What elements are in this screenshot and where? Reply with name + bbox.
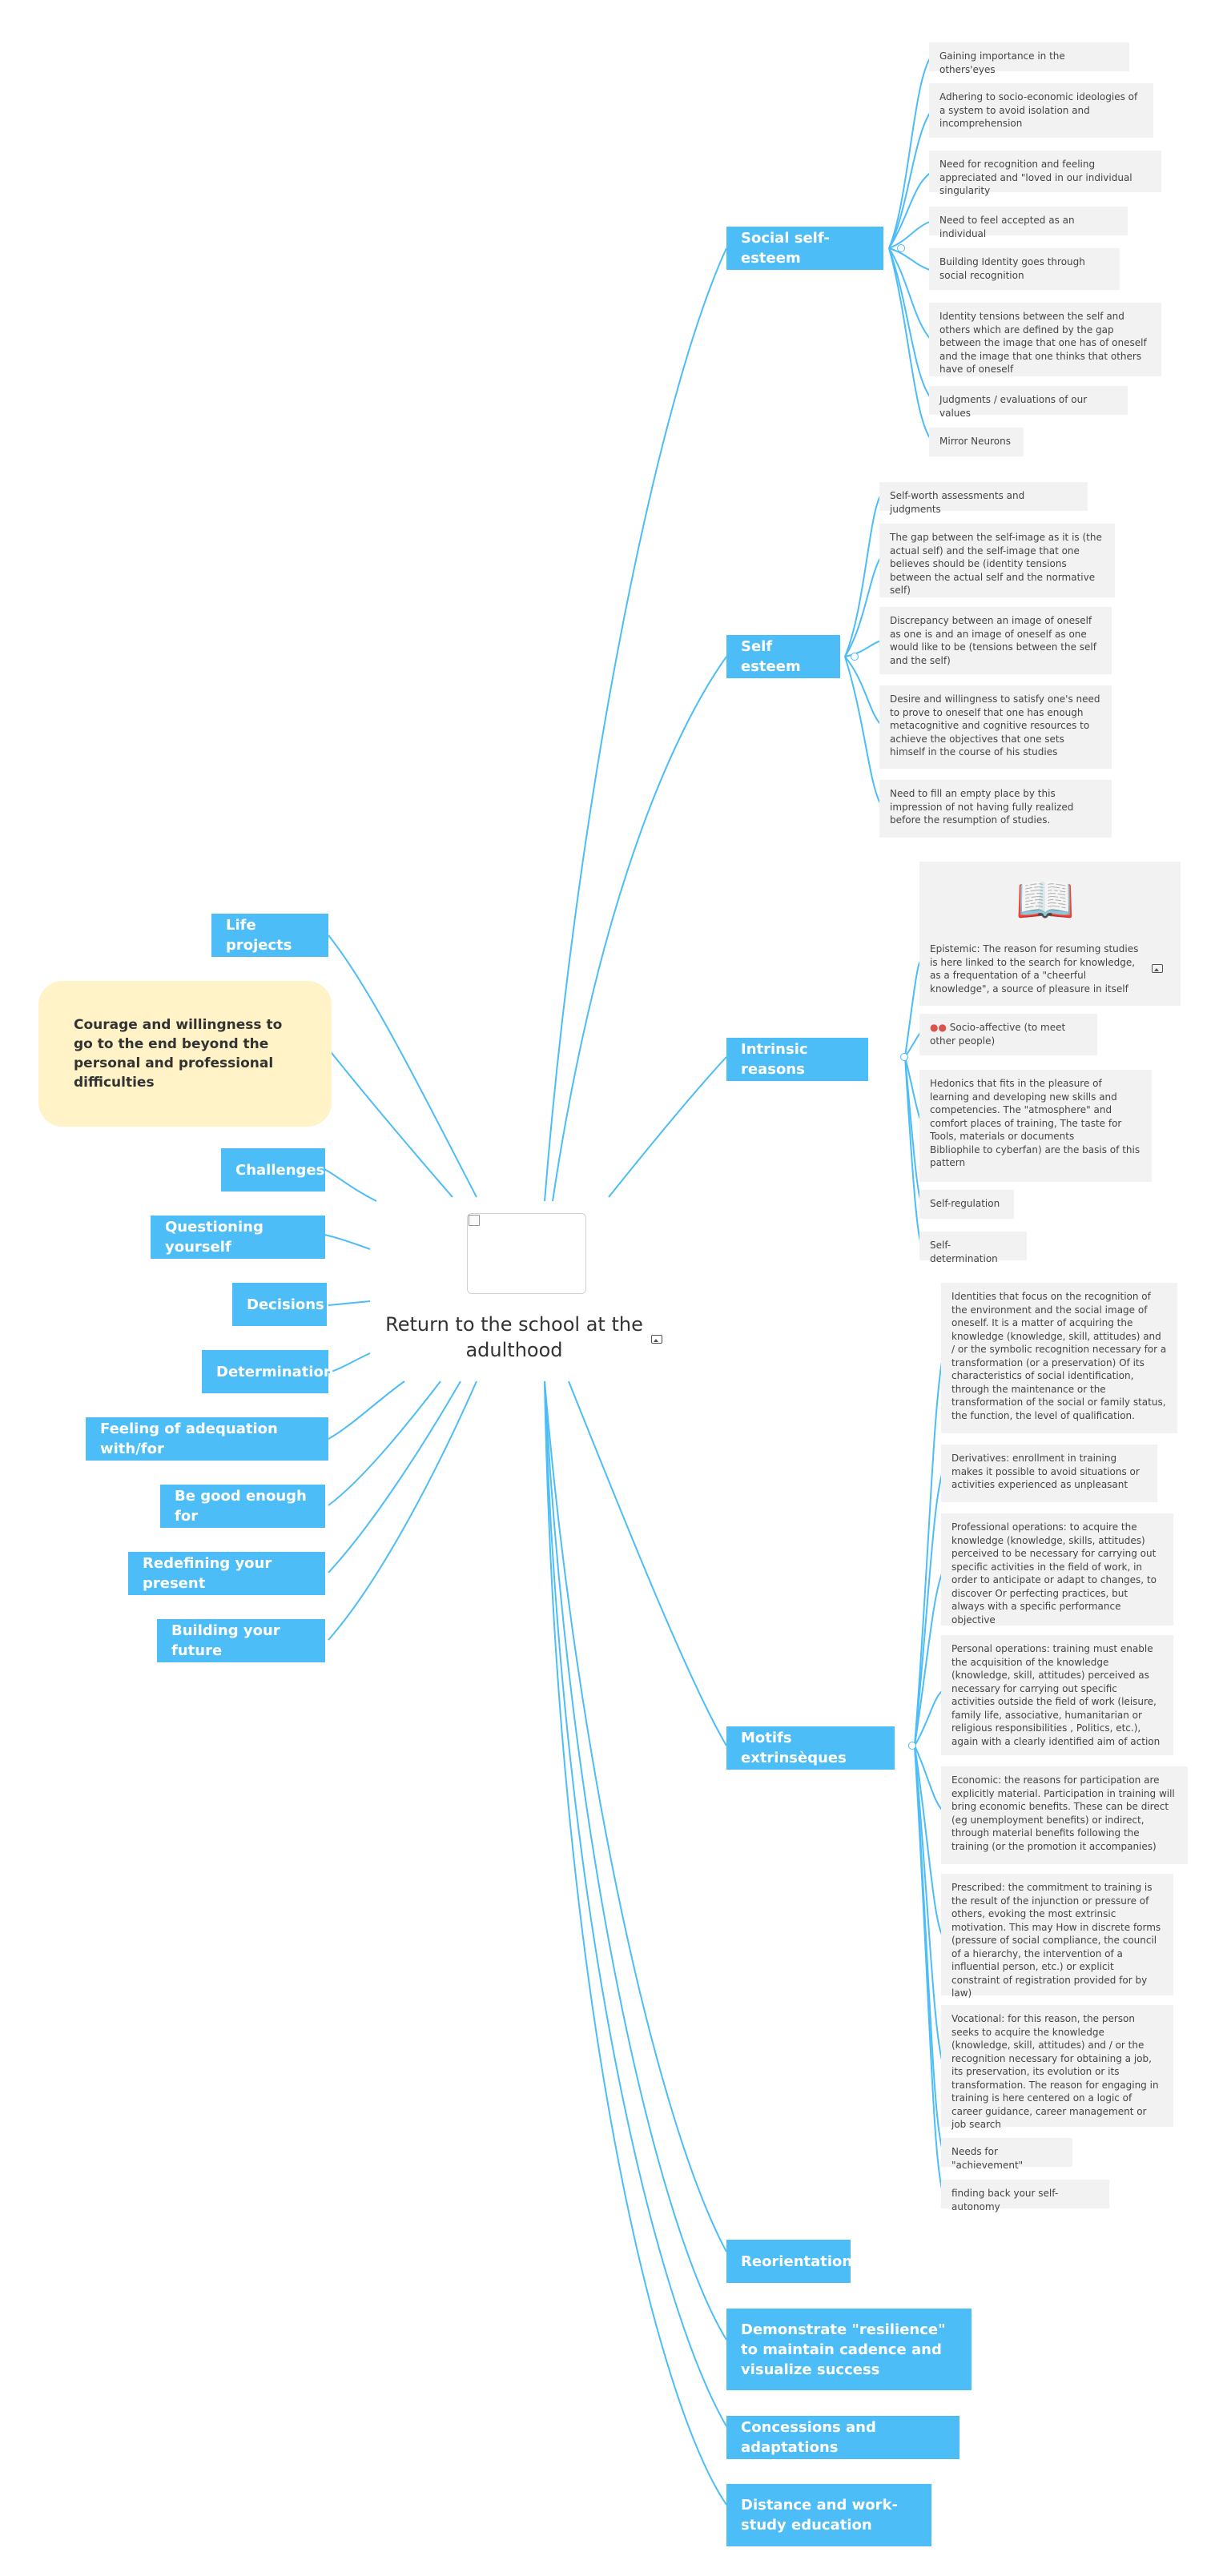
leaf-extrinsic-1[interactable]: Identities that focus on the recognition… <box>941 1283 1177 1433</box>
topic-challenges[interactable]: Challenges <box>221 1148 325 1192</box>
open-book-icon: 📖 <box>1015 873 1076 926</box>
edge-challenges <box>324 1168 377 1202</box>
topic-motifs-extrinseques[interactable]: Motifs extrinsèques <box>726 1726 895 1770</box>
topic-intrinsic-reasons[interactable]: Intrinsic reasons <box>726 1038 868 1081</box>
topic-life-projects[interactable]: Life projects <box>211 914 328 957</box>
leaf-extrinsic-2[interactable]: Derivatives: enrollment in training make… <box>941 1445 1157 1502</box>
topic-questioning-yourself[interactable]: Questioning yourself <box>151 1216 325 1259</box>
image-icon[interactable] <box>651 1335 662 1344</box>
leaf-self-2[interactable]: The gap between the self-image as it is … <box>879 524 1115 597</box>
edge-decisions <box>328 1300 371 1306</box>
edge-redefining <box>328 1380 461 1573</box>
edge-life-projects <box>328 934 477 1198</box>
topic-redefining-present[interactable]: Redefining your present <box>128 1552 325 1595</box>
leaf-social-7[interactable]: Judgments / evaluations of our values <box>929 386 1128 419</box>
topic-reorientation[interactable]: Reorientation <box>726 2240 852 2283</box>
leaf-intrinsic-4[interactable]: Self-regulation <box>919 1190 1014 1219</box>
children-social-self-esteem <box>888 55 932 441</box>
edge-concessions <box>544 1380 727 2427</box>
collapse-dot-motifs-extrinseques[interactable] <box>908 1742 916 1750</box>
children-self-esteem <box>844 494 882 806</box>
topic-social-self-esteem[interactable]: Social self-esteem <box>726 227 883 270</box>
leaf-extrinsic-3[interactable]: Professional operations: to acquire the … <box>941 1513 1173 1626</box>
leaf-extrinsic-4[interactable]: Personal operations: training must enabl… <box>941 1635 1173 1755</box>
children-motifs-extrinseques <box>914 1352 944 2195</box>
edge-building <box>328 1380 477 1641</box>
collapse-dot-self-esteem[interactable] <box>851 653 859 661</box>
leaf-social-3[interactable]: Need for recognition and feeling appreci… <box>929 151 1161 196</box>
topic-be-good-enough[interactable]: Be good enough for <box>160 1485 325 1528</box>
children-intrinsic-reasons <box>904 960 922 1244</box>
leaf-self-5[interactable]: Need to fill an empty place by this impr… <box>879 780 1112 838</box>
edge-determination <box>328 1352 371 1373</box>
collapse-dot-social-self-esteem[interactable] <box>897 244 905 252</box>
topic-courage[interactable]: Courage and willingness to go to the end… <box>38 981 332 1127</box>
leaf-social-5[interactable]: Building Identity goes through social re… <box>929 248 1120 290</box>
edge-questioning <box>324 1234 371 1250</box>
root-image <box>467 1213 586 1294</box>
edge-social-self-esteem <box>544 247 727 1202</box>
topic-determination[interactable]: Determination <box>202 1350 334 1393</box>
topic-concessions[interactable]: Concessions and adaptations <box>726 2416 959 2459</box>
topic-building-future[interactable]: Building your future <box>157 1619 325 1662</box>
leaf-intrinsic-1: Epistemic: The reason for resuming studi… <box>930 943 1139 995</box>
leaf-self-3[interactable]: Discrepancy between an image of oneself … <box>879 607 1112 674</box>
topic-self-esteem[interactable]: Self esteem <box>726 635 840 678</box>
edge-motifs-extrinseques <box>568 1380 727 1746</box>
root-topic[interactable]: Return to the school at the adulthood <box>385 1313 643 1361</box>
edge-courage <box>328 1048 453 1198</box>
leaf-extrinsic-6[interactable]: Prescribed: the commitment to training i… <box>941 1874 1173 1999</box>
broken-image-icon <box>469 1215 480 1226</box>
leaf-social-2[interactable]: Adhering to socio-economic ideologies of… <box>929 83 1153 138</box>
leaf-social-4[interactable]: Need to feel accepted as an individual <box>929 207 1128 239</box>
edge-reorientation <box>544 1380 727 2252</box>
edge-feeling <box>328 1380 405 1440</box>
leaf-self-1[interactable]: Self-worth assessments and judgments <box>879 482 1088 515</box>
leaf-social-6[interactable]: Identity tensions between the self and o… <box>929 303 1161 376</box>
edge-intrinsic-reasons <box>608 1056 727 1198</box>
topic-resilience[interactable]: Demonstrate "resilience" to maintain cad… <box>726 2309 972 2390</box>
leaf-intrinsic-5[interactable]: Self-determination <box>919 1232 1027 1264</box>
leaf-intrinsic-3[interactable]: Hedonics that fits in the pleasure of le… <box>919 1070 1152 1182</box>
image-icon[interactable] <box>1152 964 1163 973</box>
leaf-self-4[interactable]: Desire and willingness to satisfy one's … <box>879 685 1112 769</box>
collapse-dot-intrinsic-reasons[interactable] <box>900 1053 908 1061</box>
leaf-extrinsic-7[interactable]: Vocational: for this reason, the person … <box>941 2005 1173 2130</box>
leaf-intrinsic-1-card[interactable] <box>919 862 1181 1006</box>
edge-resilience <box>544 1380 727 2341</box>
leaf-extrinsic-8[interactable]: Needs for "achievement" <box>941 2138 1072 2171</box>
leaf-intrinsic-2[interactable]: ●● Socio-affective (to meet other people… <box>919 1014 1097 1055</box>
topic-distance-work-study[interactable]: Distance and work-study education <box>726 2484 931 2546</box>
topic-decisions[interactable]: Decisions <box>232 1283 327 1326</box>
leaf-social-1[interactable]: Gaining importance in the others'eyes <box>929 42 1129 75</box>
leaf-social-8[interactable]: Mirror Neurons <box>929 428 1024 456</box>
edge-good-enough <box>328 1380 441 1506</box>
edge-distance <box>544 1380 727 2506</box>
leaf-extrinsic-5[interactable]: Economic: the reasons for participation … <box>941 1766 1188 1864</box>
people-icon: ●● <box>930 1022 947 1033</box>
topic-feeling-adequation[interactable]: Feeling of adequation with/for <box>86 1417 328 1461</box>
edge-self-esteem <box>552 656 727 1202</box>
leaf-intrinsic-2-text: Socio-affective (to meet other people) <box>930 1022 1066 1047</box>
leaf-extrinsic-9[interactable]: finding back your self-autonomy <box>941 2180 1109 2212</box>
